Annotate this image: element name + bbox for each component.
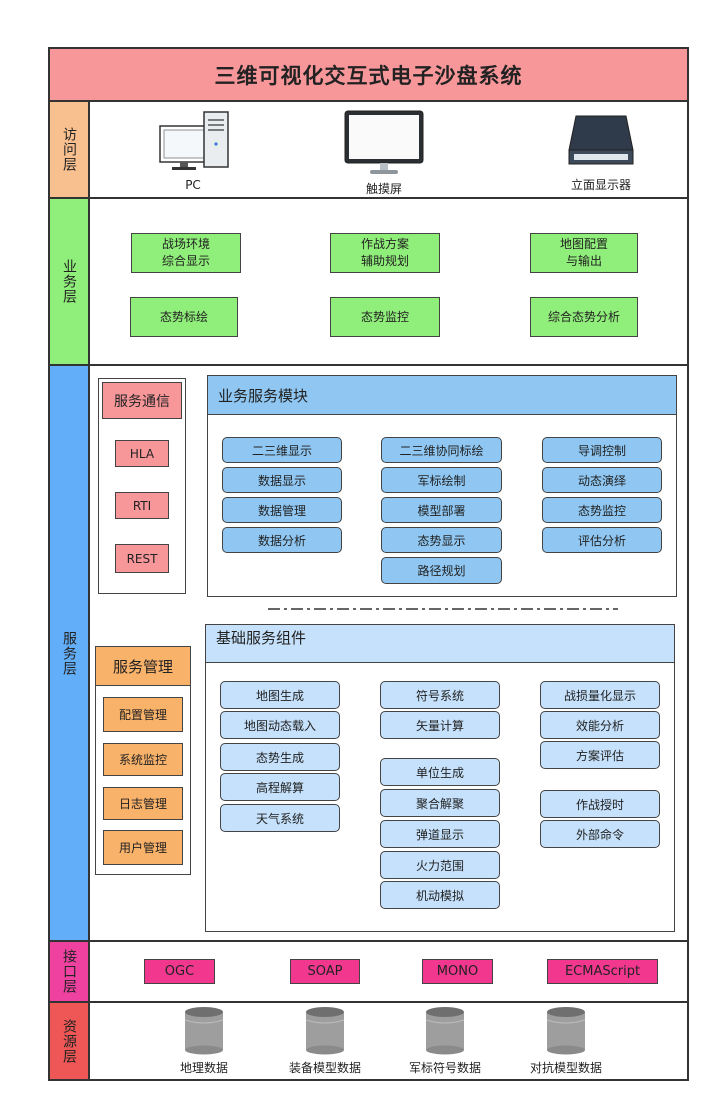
interface-soap: SOAP xyxy=(290,959,360,984)
interface-layer-label: 接口层 xyxy=(50,942,90,1001)
bs-path-planning: 路径规划 xyxy=(381,557,502,584)
bs-data-analysis: 数据分析 xyxy=(222,527,342,553)
bc-battle-timing: 作战授时 xyxy=(540,790,660,818)
bc-maneuver-sim: 机动模拟 xyxy=(380,881,500,909)
service-layer-label: 服务层 xyxy=(50,366,90,940)
resource-layer: 资源层 xyxy=(48,1003,689,1081)
service-comm-title: 服务通信 xyxy=(102,382,182,419)
business-layer: 业务层 xyxy=(48,199,689,366)
interface-ecmascript: ECMAScript xyxy=(547,959,658,984)
tabletop-display-icon xyxy=(568,115,634,165)
bc-map-generate: 地图生成 xyxy=(220,681,340,709)
business-service-title: 业务服务模块 xyxy=(208,376,676,415)
bc-damage-display: 战损量化显示 xyxy=(540,681,660,709)
mgmt-user: 用户管理 xyxy=(103,830,183,865)
business-battlefield-display: 战场环境 综合显示 xyxy=(131,233,241,273)
bc-vector-calc: 矢量计算 xyxy=(380,711,500,739)
mgmt-config: 配置管理 xyxy=(103,697,183,732)
service-layer: 服务层 xyxy=(48,366,689,942)
mgmt-monitor: 系统监控 xyxy=(103,743,183,776)
bs-situation-display: 态势显示 xyxy=(381,527,502,553)
service-mgmt-title: 服务管理 xyxy=(95,646,191,686)
resource-layer-label: 资源层 xyxy=(50,1003,90,1079)
interface-ogc: OGC xyxy=(144,959,215,984)
pc-icon xyxy=(159,111,229,170)
resource-geo-data: 地理数据 xyxy=(179,1061,228,1075)
bc-weather-system: 天气系统 xyxy=(220,804,340,832)
system-title: 三维可视化交互式电子沙盘系统 xyxy=(48,47,689,102)
bs-symbol-drawing: 军标绘制 xyxy=(381,467,502,493)
interface-mono: MONO xyxy=(422,959,493,984)
business-map-config: 地图配置 与输出 xyxy=(530,233,638,273)
bc-fire-range: 火力范围 xyxy=(380,851,500,879)
touchscreen-icon xyxy=(344,110,424,174)
database-icon xyxy=(425,1007,465,1055)
business-situation-plotting: 态势标绘 xyxy=(130,297,238,337)
business-situation-monitor: 态势监控 xyxy=(330,297,440,337)
bc-situation-generate: 态势生成 xyxy=(220,743,340,771)
comm-rti: RTI xyxy=(115,492,169,519)
bc-unit-generate: 单位生成 xyxy=(380,758,500,786)
bs-data-management: 数据管理 xyxy=(222,497,342,523)
bs-model-deploy: 模型部署 xyxy=(381,497,502,523)
bs-situation-monitor: 态势监控 xyxy=(542,497,662,523)
device-label-touchscreen: 触摸屏 xyxy=(365,182,402,196)
bc-trajectory: 弹道显示 xyxy=(380,820,500,848)
comm-hla: HLA xyxy=(115,440,169,467)
database-icon xyxy=(305,1007,345,1055)
bs-2d3d-display: 二三维显示 xyxy=(222,437,342,463)
resource-equipment-model: 装备模型数据 xyxy=(288,1061,361,1075)
device-label-pc: PC xyxy=(185,178,201,192)
bc-external-command: 外部命令 xyxy=(540,820,660,848)
bc-effectiveness: 效能分析 xyxy=(540,711,660,739)
business-layer-label: 业务层 xyxy=(50,199,90,364)
device-label-tabletop: 立面显示器 xyxy=(570,178,631,192)
bs-collab-plotting: 二三维协同标绘 xyxy=(381,437,502,463)
bs-dynamic-deduction: 动态演绎 xyxy=(542,467,662,493)
business-situation-analysis: 综合态势分析 xyxy=(530,297,638,337)
interface-layer: 接口层 xyxy=(48,942,689,1003)
resource-symbol-data: 军标符号数据 xyxy=(408,1061,481,1075)
bs-evaluation-analysis: 评估分析 xyxy=(542,527,662,553)
database-icon xyxy=(184,1007,224,1055)
comm-rest: REST xyxy=(115,544,169,573)
bc-symbol-system: 符号系统 xyxy=(380,681,500,709)
access-layer: 访问层 xyxy=(48,102,689,199)
access-layer-label: 访问层 xyxy=(50,102,90,197)
bc-elevation-solve: 高程解算 xyxy=(220,773,340,801)
section-separator xyxy=(268,608,618,610)
resource-confrontation-model: 对抗模型数据 xyxy=(529,1061,602,1075)
bc-map-dynamic-load: 地图动态载入 xyxy=(220,711,340,739)
business-plan-assist: 作战方案 辅助规划 xyxy=(330,233,440,273)
base-components-title: 基础服务组件 xyxy=(206,625,674,663)
bc-aggregate: 聚合解聚 xyxy=(380,789,500,817)
bc-plan-evaluation: 方案评估 xyxy=(540,741,660,769)
mgmt-log: 日志管理 xyxy=(103,787,183,820)
bs-data-display: 数据显示 xyxy=(222,467,342,493)
bs-director-control: 导调控制 xyxy=(542,437,662,463)
database-icon xyxy=(546,1007,586,1055)
